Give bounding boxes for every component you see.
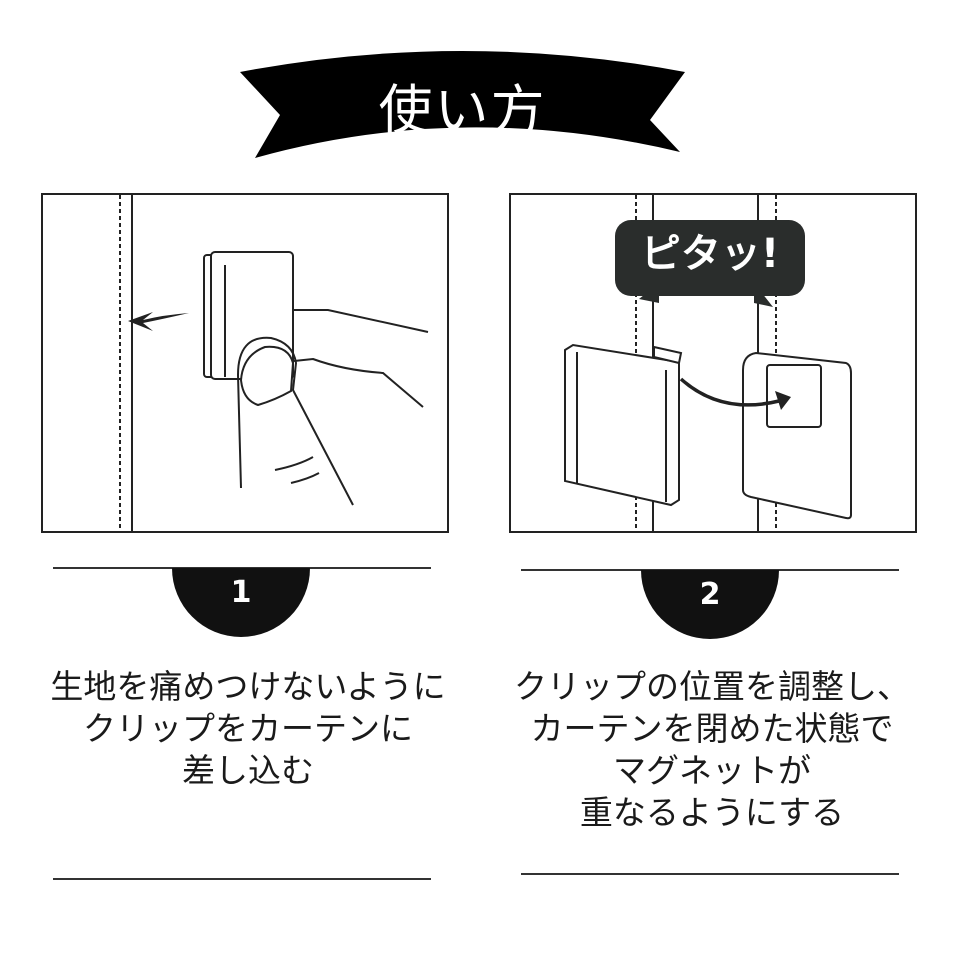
step-1-description: 生地を痛めつけないように クリップをカーテンに 差し込む — [28, 666, 468, 792]
step-1-line-2: クリップをカーテンに — [83, 709, 413, 748]
divider-bottom-1 — [53, 878, 431, 880]
step-2-line-2: カーテンを閉めた状態で — [530, 709, 894, 748]
divider-bottom-2 — [521, 873, 899, 875]
arrow-left-icon — [128, 312, 189, 331]
divider-top-1 — [53, 567, 431, 569]
speech-bubble: ピタッ! — [615, 220, 805, 296]
step-2-description: クリップの位置を調整し、 カーテンを閉めた状態で マグネットが 重なるようにする — [492, 666, 932, 834]
arrow-right-icon — [775, 391, 791, 410]
divider-top-2 — [521, 569, 899, 571]
title-banner: 使い方 — [235, 40, 690, 160]
step-2-number: 2 — [699, 577, 721, 612]
page-title: 使い方 — [378, 79, 547, 142]
step1-illustration — [41, 193, 449, 533]
step2-illustration: ピタッ! — [509, 193, 917, 533]
step-1-badge: 1 — [172, 568, 310, 637]
speech-bubble-text: ピタッ! — [640, 231, 780, 277]
step-2-line-4: 重なるようにする — [579, 793, 845, 832]
step-1-line-1: 生地を痛めつけないように — [50, 667, 446, 706]
step-1-line-3: 差し込む — [182, 751, 314, 790]
step-2-line-3: マグネットが — [613, 751, 811, 790]
step-1-number: 1 — [230, 575, 252, 610]
step-2-badge: 2 — [641, 570, 779, 639]
ribbon-shape — [240, 51, 685, 158]
step-2-line-1: クリップの位置を調整し、 — [514, 667, 910, 706]
